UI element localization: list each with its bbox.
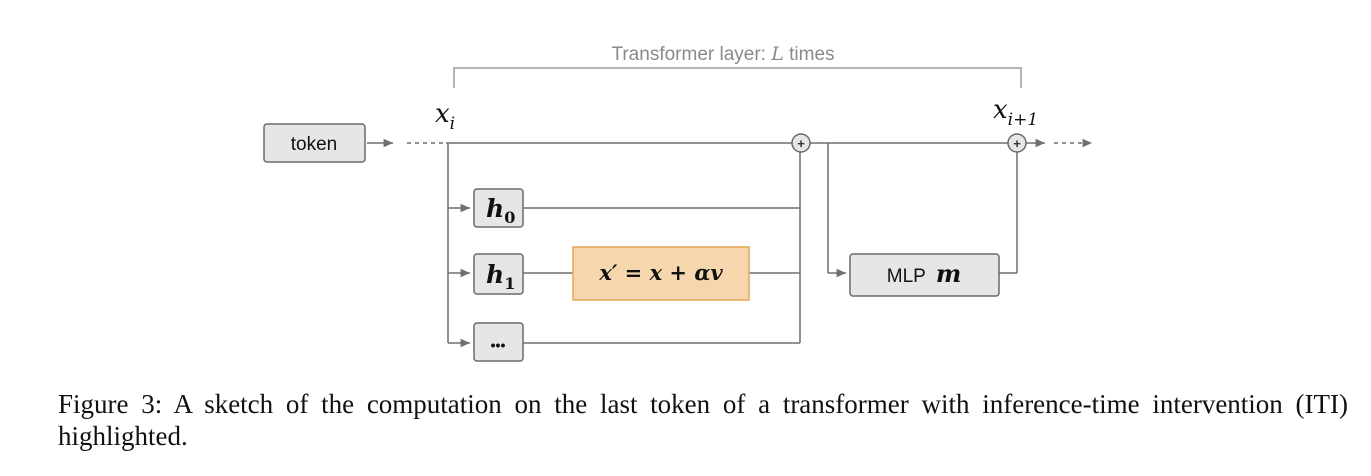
head-0-sub: 0 xyxy=(504,208,515,227)
head-0-base: h xyxy=(486,194,504,223)
head-more-box xyxy=(473,322,524,362)
head-1-base: h xyxy=(486,260,504,289)
iti-diagram: Transformer layer: L times token xi xi+1… xyxy=(263,43,1092,362)
mlp-label-text: MLP xyxy=(887,266,926,287)
bracket-label-math: L xyxy=(770,43,784,65)
residual-stream xyxy=(446,142,1008,343)
plus-node-attention xyxy=(791,133,811,153)
mlp-box xyxy=(849,253,1000,297)
mlp-branch xyxy=(827,143,1018,278)
token-box xyxy=(263,123,366,163)
intervention-box xyxy=(572,246,750,301)
head-more-label: ••• xyxy=(491,337,506,353)
mlp-label: MLP m xyxy=(887,259,961,288)
intervention-formula: x′ = x + αv xyxy=(598,260,723,285)
x-out-base: x xyxy=(993,95,1008,125)
bracket-label-text: Transformer layer: xyxy=(611,44,771,65)
mlp-label-math: m xyxy=(936,259,961,288)
head-branch-arrows xyxy=(448,203,470,348)
bracket-label: Transformer layer: L times xyxy=(611,43,834,65)
x-in-label: xi xyxy=(435,99,455,134)
figure-caption: Figure 3: A sketch of the computation on… xyxy=(58,389,1348,451)
plus-node-mlp-symbol: + xyxy=(1013,136,1021,151)
token-label: token xyxy=(291,134,337,155)
head-0-label: h0 xyxy=(486,194,515,227)
x-out-sub: i+1 xyxy=(1008,110,1039,130)
x-out-label: xi+1 xyxy=(993,95,1038,130)
head-1-sub: 1 xyxy=(504,274,515,293)
x-in-base: x xyxy=(435,99,450,129)
x-in-sub: i xyxy=(450,114,455,134)
head-1-label: h1 xyxy=(486,260,515,293)
layer-bracket xyxy=(453,67,1022,88)
head-output-lines xyxy=(523,152,801,344)
head-1-box xyxy=(473,253,524,295)
plus-node-attention-symbol: + xyxy=(797,136,805,151)
bracket-label-suffix: times xyxy=(784,44,835,65)
